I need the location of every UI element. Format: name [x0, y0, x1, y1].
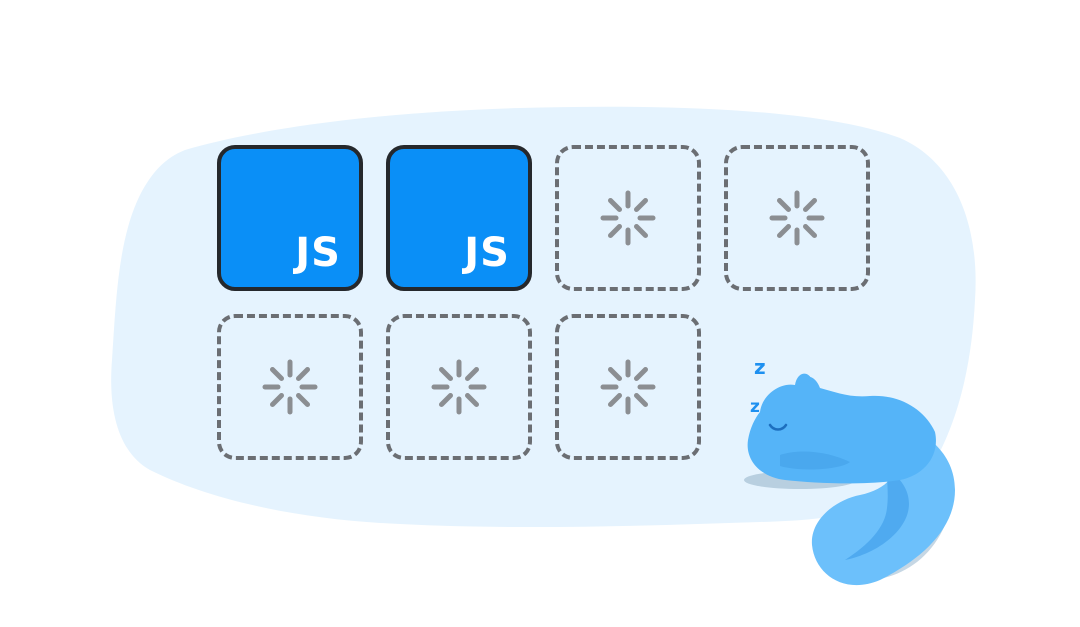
- pending-chunk-tile-4: [724, 145, 870, 291]
- loading-spinner-icon: [600, 359, 656, 415]
- pending-chunk-tile-3: [555, 145, 701, 291]
- pending-chunk-tile-5: [217, 314, 363, 460]
- js-label: JS: [464, 230, 510, 276]
- js-chunk-tile-1: JS: [217, 145, 363, 291]
- sleeping-squirrel-icon: z z: [744, 355, 955, 586]
- js-chunk-tile-2: JS: [386, 145, 532, 291]
- snore-z-large: z: [754, 355, 766, 379]
- loading-spinner-icon: [600, 190, 656, 246]
- pending-chunk-tile-7: [555, 314, 701, 460]
- js-label: JS: [295, 230, 341, 276]
- pending-chunk-tile-6: [386, 314, 532, 460]
- loading-spinner-icon: [262, 359, 318, 415]
- snore-z-small: z: [750, 397, 760, 417]
- loading-spinner-icon: [769, 190, 825, 246]
- loading-spinner-icon: [431, 359, 487, 415]
